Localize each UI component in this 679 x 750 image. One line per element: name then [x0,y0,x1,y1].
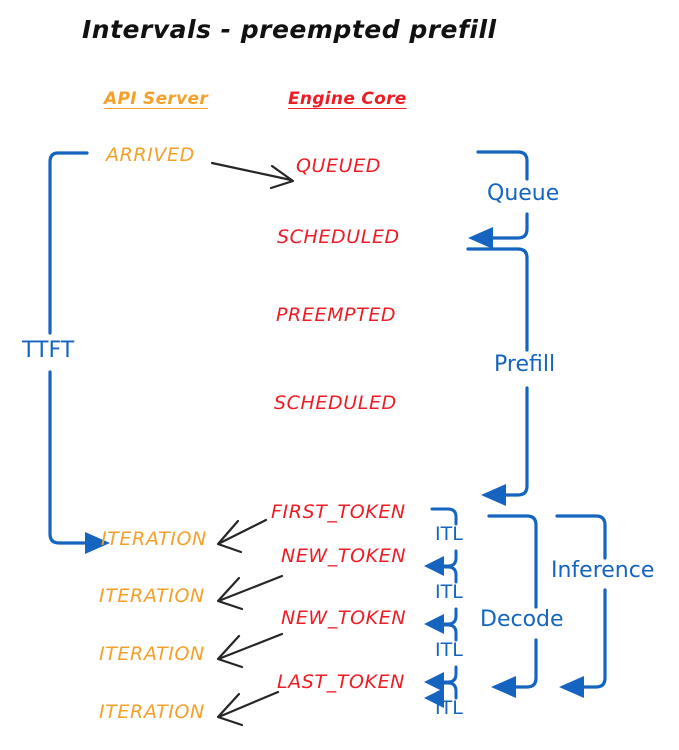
event-api-iteration-4: ITERATION [99,701,205,723]
interval-label-queue: Queue [487,181,560,206]
interval-label-prefill: Prefill [494,352,556,377]
interval-label-itl-2: ITL [435,581,463,603]
interval-label-itl-1: ITL [435,523,463,545]
event-engine-last-token: LAST_TOKEN [277,671,405,693]
event-engine-scheduled-1: SCHEDULED [277,226,400,248]
column-header-engine-core: Engine Core [288,89,407,109]
arrow-arrived-to-queued [210,161,295,190]
event-engine-new-token-1: NEW_TOKEN [281,545,407,567]
arrow-new-token-2-to-iteration [216,632,284,669]
bracket-prefill [466,247,529,506]
interval-label-ttft: TTFT [22,338,75,363]
event-api-iteration-3: ITERATION [99,643,205,665]
event-engine-new-token-2: NEW_TOKEN [281,607,407,629]
event-engine-preempted: PREEMPTED [276,304,397,326]
bracket-inference [555,514,607,698]
event-api-iteration-2: ITERATION [99,585,205,607]
page-title: Intervals - preempted prefill [82,15,497,44]
interval-label-itl-4: ITL [435,697,463,719]
event-engine-scheduled-2: SCHEDULED [274,392,397,414]
event-api-iteration-1: ITERATION [101,528,207,550]
arrow-first-token-to-iteration [216,518,268,554]
interval-label-decode: Decode [480,607,564,632]
interval-label-inference: Inference [551,558,655,583]
column-header-api-server: API Server [104,89,209,109]
arrow-last-token-to-iteration [216,690,280,727]
arrow-new-token-1-to-iteration [216,574,284,611]
event-engine-queued: QUEUED [296,155,382,177]
interval-label-itl-3: ITL [435,639,463,661]
event-engine-first-token: FIRST_TOKEN [271,501,406,523]
event-api-arrived: ARRIVED [106,144,195,166]
